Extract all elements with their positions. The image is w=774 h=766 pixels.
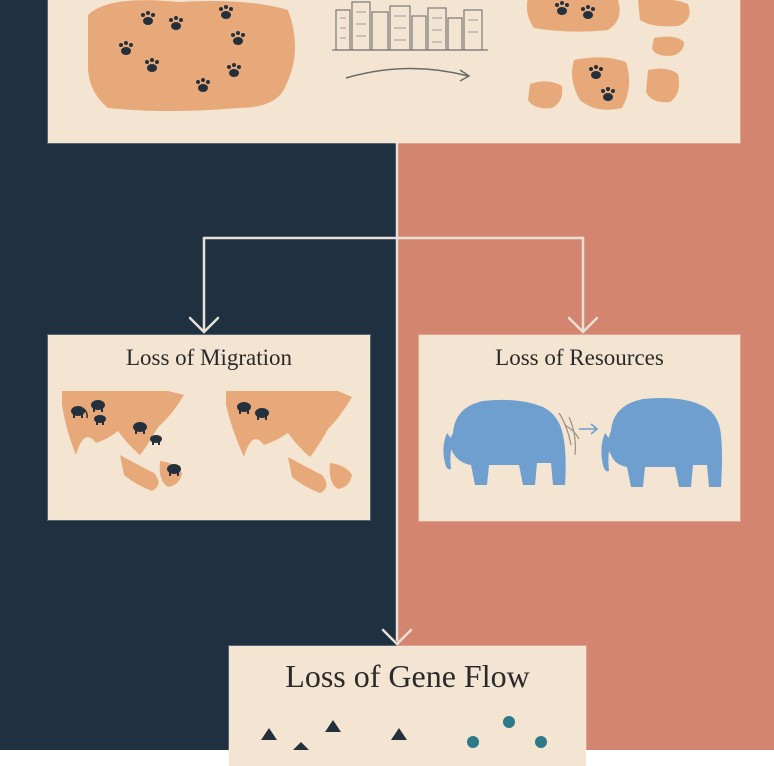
habitat-fragment <box>572 57 630 110</box>
transition-arrow-icon <box>579 423 599 435</box>
paw-print-icon <box>589 65 603 79</box>
paw-print-icon <box>141 11 155 25</box>
habitat-fragment <box>526 0 620 32</box>
map-before <box>62 391 184 491</box>
paw-print-icon <box>169 16 183 30</box>
paw-print-icon <box>196 78 210 92</box>
resources-illustration <box>443 398 722 487</box>
triangle-marker-icon <box>325 720 341 732</box>
paw-print-icon <box>581 5 595 19</box>
triangle-marker-icon <box>261 728 277 740</box>
arrowhead-resources <box>567 316 599 334</box>
triangle-marker-icon <box>391 728 407 740</box>
elephant-icon <box>150 435 162 445</box>
elephant-icon <box>237 402 251 414</box>
fragmented-habitat-patches <box>526 0 690 110</box>
connector-lines <box>188 141 599 646</box>
migration-card-title: Loss of Migration <box>125 345 293 370</box>
circle-marker-icon <box>467 736 479 748</box>
arrowhead-geneflow <box>381 628 413 646</box>
paw-print-icon <box>145 58 159 72</box>
triangle-marker-icon <box>293 742 309 750</box>
paw-print-icon <box>601 87 615 101</box>
loss-of-gene-flow-card: Loss of Gene Flow <box>229 646 586 766</box>
arrowhead-migration <box>188 316 220 334</box>
city-buildings-icon <box>332 1 488 51</box>
resources-card-title: Loss of Resources <box>495 345 664 370</box>
habitat-illustration <box>87 0 690 111</box>
elephant-icon <box>443 399 566 485</box>
paw-print-icon <box>555 1 569 15</box>
elephant-icon <box>94 415 106 425</box>
continuous-habitat-patch <box>87 0 296 111</box>
paw-print-group-left <box>119 5 245 92</box>
habitat-fragmentation-card <box>48 0 740 143</box>
loss-of-resources-card: Loss of Resources <box>419 335 740 521</box>
gene-flow-illustration <box>261 716 547 750</box>
loss-of-migration-card: Loss of Migration <box>48 335 370 520</box>
paw-print-group-right <box>555 1 615 101</box>
population-triangles <box>261 720 407 750</box>
population-circles <box>467 716 547 748</box>
circle-marker-icon <box>535 736 547 748</box>
circle-marker-icon <box>503 716 515 728</box>
elephant-herd-markers <box>71 400 269 476</box>
elephant-icon <box>167 464 181 476</box>
habitat-fragment <box>646 68 679 103</box>
paw-print-icon <box>119 41 133 55</box>
habitat-fragment <box>652 36 684 56</box>
elephant-icon <box>133 422 147 434</box>
migration-map-illustration <box>62 391 352 493</box>
habitat-fragment <box>638 0 690 27</box>
habitat-fragment <box>528 81 563 109</box>
map-after <box>226 391 352 493</box>
elephant-icon <box>601 398 722 487</box>
elephant-icon <box>255 408 269 420</box>
elephant-icon <box>91 400 105 412</box>
paw-print-icon <box>219 5 233 19</box>
geneflow-card-title: Loss of Gene Flow <box>285 658 530 694</box>
paw-print-icon <box>231 31 245 45</box>
paw-print-icon <box>227 63 241 77</box>
curved-arrow-icon <box>345 67 471 82</box>
elephant-icon <box>71 406 88 419</box>
broken-branch-icon <box>558 412 580 456</box>
